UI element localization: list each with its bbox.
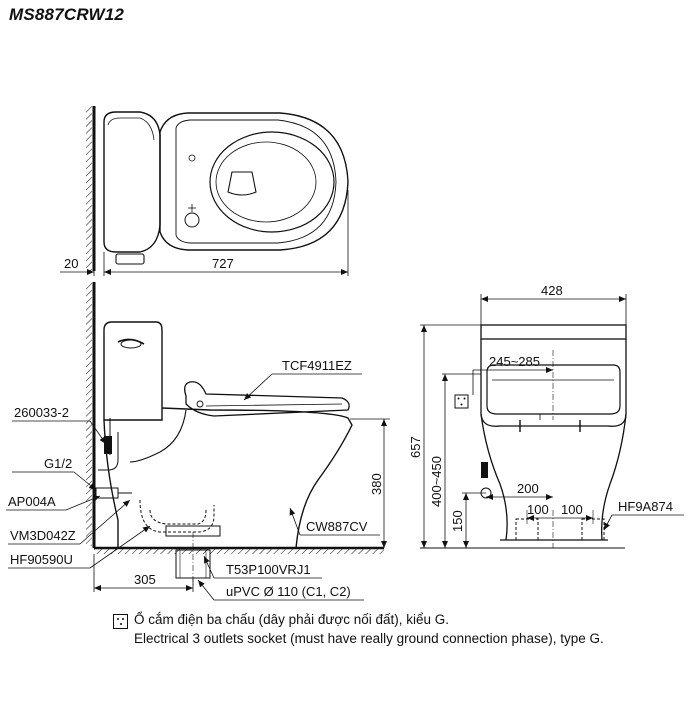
- label-part-hf9a874: HF9A874: [618, 499, 673, 514]
- label-part-ap004a: AP004A: [8, 494, 56, 509]
- note-socket-vi: Ổ cắm điện ba chấu (dây phải được nối đấ…: [134, 612, 450, 627]
- model-title: MS887CRW12: [9, 5, 125, 24]
- label-part-260033-2: 260033-2: [14, 405, 69, 420]
- dim-rough-in: 305: [134, 572, 156, 587]
- front-view: 428 657 400~450 150: [408, 283, 684, 549]
- dim-socket-height: 400~450: [429, 456, 444, 507]
- label-bowl-model: CW887CV: [306, 519, 368, 534]
- dim-inlet-offset: 200: [517, 481, 539, 496]
- front-tank-lid: [480, 324, 627, 340]
- dim-front-width: 428: [541, 283, 563, 298]
- dim-bolt-left: 100: [527, 502, 549, 517]
- label-part-g12: G1/2: [44, 456, 72, 471]
- label-part-vm3d042z: VM3D042Z: [10, 528, 76, 543]
- dim-inlet-range: 245~285: [489, 354, 540, 369]
- label-pipe-upvc: uPVC Ø 110 (C1, C2): [226, 584, 351, 599]
- label-part-hf90590u: HF90590U: [10, 552, 73, 567]
- socket-symbol: [454, 394, 469, 409]
- dim-overall-height: 657: [408, 436, 423, 458]
- socket-legend-icon: [113, 614, 128, 629]
- note-socket-en: Electrical 3 outlets socket (must have r…: [134, 631, 604, 646]
- label-part-t53p100vrj1: T53P100VRJ1: [226, 562, 311, 577]
- side-bowl: [103, 407, 353, 549]
- label-seat-model: TCF4911EZ: [282, 358, 352, 373]
- dim-inlet-height: 150: [450, 510, 465, 532]
- front-seat: [486, 364, 621, 415]
- tank-outline: [103, 111, 161, 253]
- top-wall-hatch: [86, 106, 92, 271]
- dim-seat-height: 380: [369, 473, 384, 495]
- top-view: 20 727: [60, 106, 349, 276]
- side-tank: [103, 321, 163, 421]
- side-seat: [184, 381, 350, 417]
- dim-wall-gap: 20: [64, 256, 78, 271]
- dim-bolt-right: 100: [561, 502, 583, 517]
- seat-outline: [159, 112, 349, 251]
- front-bowl: [480, 413, 627, 541]
- bowl-rim: [209, 131, 335, 233]
- dim-overall-length: 727: [212, 256, 234, 271]
- side-view: 380 305 TCF4911EZ CW887CV 260033-2 G1/2 …: [6, 282, 390, 601]
- drain-hole: [227, 171, 257, 196]
